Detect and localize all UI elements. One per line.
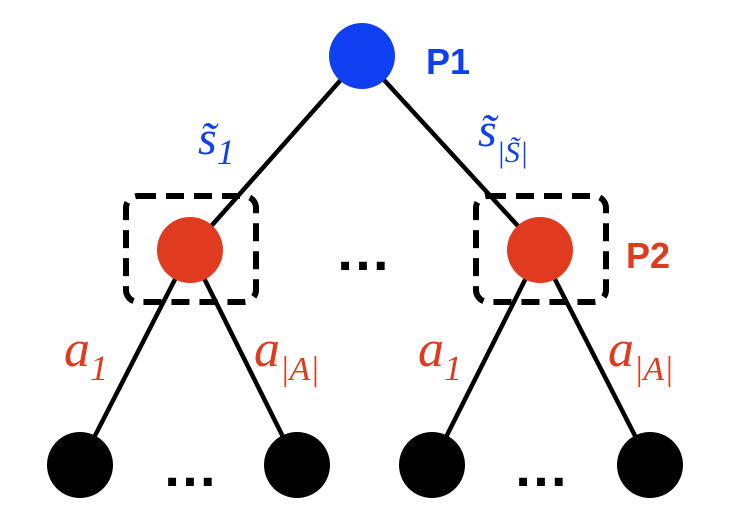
signal-label-right: s̃|S̃|	[478, 104, 528, 169]
leaf-node-3	[399, 432, 465, 498]
leaf-node-1	[47, 432, 113, 498]
action-label-right-2: a|A|	[608, 321, 673, 388]
signal-label-left: s̃1	[198, 112, 235, 172]
ellipsis-middle: …	[335, 219, 391, 282]
action-label-left-2: a|A|	[254, 321, 319, 388]
action-right-2-base: a	[608, 321, 634, 378]
edge-right-leaf3	[429, 247, 543, 468]
action-right-1-base: a	[418, 321, 444, 378]
action-left-1-sub: 1	[90, 348, 108, 388]
edge-right-leaf4	[537, 247, 653, 468]
edge-left-leaf1	[77, 247, 193, 468]
edge-root-left	[187, 53, 365, 253]
action-left-2-sub: |A|	[280, 351, 319, 388]
player-label-p2: P2	[626, 235, 670, 276]
signal-left-sub: 1	[217, 132, 235, 172]
action-left-1-base: a	[64, 321, 90, 378]
signal-right-sub: |S̃|	[497, 136, 529, 169]
action-right-2-sub: |A|	[634, 351, 673, 388]
edge-left-leaf2	[187, 247, 300, 468]
p2-node-left	[157, 217, 223, 283]
action-label-right-1: a1	[418, 321, 462, 388]
action-left-2-base: a	[254, 321, 280, 378]
root-node-p1	[329, 23, 395, 89]
action-right-1-sub: 1	[444, 348, 462, 388]
ellipsis-left-leaves: …	[162, 435, 218, 498]
action-label-left-1: a1	[64, 321, 108, 388]
player-label-p1: P1	[426, 41, 470, 82]
edge-root-right	[359, 53, 543, 253]
leaf-node-4	[617, 432, 683, 498]
p2-node-right	[507, 217, 573, 283]
leaf-node-2	[264, 432, 330, 498]
tree-edges	[77, 53, 653, 468]
signal-left-base: s̃	[198, 112, 219, 165]
signal-right-base: s̃	[478, 104, 499, 157]
ellipsis-right-leaves: …	[513, 435, 569, 498]
